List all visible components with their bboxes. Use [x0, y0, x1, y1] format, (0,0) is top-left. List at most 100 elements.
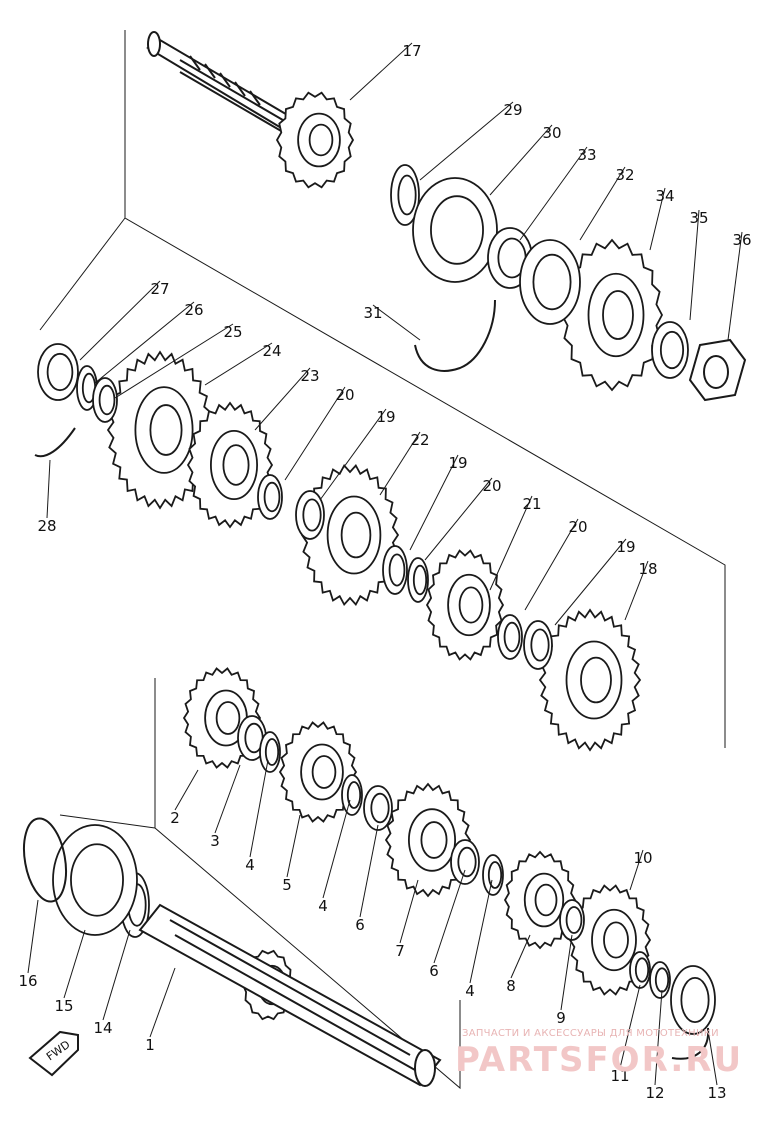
washer-3 — [237, 715, 267, 761]
part-number-19: 19 — [376, 408, 395, 426]
part-number-12: 12 — [645, 1084, 664, 1102]
part-number-20: 20 — [335, 386, 354, 404]
leader-line — [579, 166, 626, 241]
leader-line — [379, 431, 421, 496]
bearing-13-collar — [670, 965, 716, 1035]
leader-line — [359, 824, 379, 918]
part-number-34: 34 — [655, 187, 674, 205]
leader-line — [649, 187, 666, 251]
bearing-27 — [37, 343, 79, 401]
part-number-2: 2 — [170, 809, 180, 827]
leader-line — [399, 879, 419, 944]
group-outline-lower — [59, 678, 461, 1090]
leader-line — [554, 538, 627, 626]
part-number-21: 21 — [522, 495, 541, 513]
circlip-20a — [257, 474, 283, 520]
washer-11 — [629, 951, 651, 989]
part-number-20: 20 — [482, 477, 501, 495]
ring-12 — [649, 961, 671, 999]
part-number-16: 16 — [18, 972, 37, 990]
nut-36 — [688, 338, 747, 402]
main-shaft-1 — [138, 903, 442, 1087]
part-number-4: 4 — [465, 982, 475, 1000]
circlip-25 — [92, 377, 118, 423]
circlip-20c — [497, 614, 523, 660]
part-number-18: 18 — [638, 560, 657, 578]
leader-line — [349, 42, 413, 101]
circlip-4a — [259, 731, 281, 773]
watermark-logo: PARTSFOR.RU — [455, 1040, 744, 1080]
leader-line — [94, 301, 195, 384]
part-number-14: 14 — [93, 1019, 112, 1037]
leader-line — [63, 929, 86, 999]
part-number-10: 10 — [633, 849, 652, 867]
leader-line — [519, 146, 588, 241]
part-number-28: 28 — [37, 517, 56, 535]
leader-line — [319, 408, 387, 501]
leader-line — [322, 799, 351, 899]
bearing-30 — [412, 177, 498, 283]
part-number-8: 8 — [506, 977, 516, 995]
washer-6b — [450, 839, 480, 885]
leader-line — [286, 814, 301, 878]
leader-line — [433, 869, 466, 964]
part-number-29: 29 — [503, 101, 522, 119]
part-number-11: 11 — [610, 1067, 629, 1085]
leader-line — [727, 231, 743, 341]
leader-line — [254, 367, 311, 431]
forward-arrow-icon: FWD — [28, 1030, 79, 1077]
leader-line — [27, 899, 39, 974]
part-number-24: 24 — [262, 342, 281, 360]
part-number-3: 3 — [210, 832, 220, 850]
part-number-4: 4 — [318, 897, 328, 915]
leader-line — [510, 934, 531, 979]
leader-line — [174, 769, 199, 811]
washer-29 — [390, 164, 420, 226]
part-number-1: 1 — [145, 1036, 155, 1054]
circlip-4b — [341, 774, 363, 816]
part-number-9: 9 — [556, 1009, 566, 1027]
washer-19a — [295, 490, 325, 540]
leader-line — [46, 459, 51, 519]
leader-line — [624, 560, 649, 621]
leader-line — [419, 101, 514, 181]
gear-5 — [278, 721, 358, 823]
part-number-23: 23 — [300, 367, 319, 385]
gear-7 — [384, 782, 472, 898]
washer-19c — [523, 620, 553, 670]
gear-24 — [106, 350, 214, 510]
oil-seal-32 — [519, 239, 581, 325]
leader-line — [114, 323, 234, 399]
leader-line — [372, 304, 421, 341]
part-number-6: 6 — [429, 962, 439, 980]
leader-line — [409, 454, 459, 551]
circlip-20b — [407, 557, 429, 603]
gear-17 — [275, 91, 355, 189]
leader-line — [524, 518, 579, 611]
leader-line — [284, 386, 346, 481]
circlip-31 — [414, 299, 496, 372]
gear-8 — [503, 850, 577, 950]
leader-line — [79, 280, 161, 361]
part-number-19: 19 — [448, 454, 467, 472]
circlip-28 — [34, 427, 76, 458]
part-number-36: 36 — [732, 231, 751, 249]
leader-line — [102, 929, 131, 1021]
circlip-4c — [482, 854, 504, 896]
leader-line — [629, 849, 644, 891]
part-number-4: 4 — [245, 856, 255, 874]
leader-line — [689, 209, 700, 321]
circlip-16 — [22, 817, 68, 903]
leader-line — [204, 342, 273, 386]
leader-line — [249, 759, 269, 858]
gear-21 — [425, 549, 505, 661]
part-number-20: 20 — [568, 518, 587, 536]
watermark-caption: ЗАПЧАСТИ И АКСЕССУАРЫ ДЛЯ МОТОТЕХНИКИ — [462, 1028, 719, 1039]
part-number-25: 25 — [223, 323, 242, 341]
gear-18 — [538, 608, 642, 752]
leader-line — [707, 1029, 718, 1086]
part-number-6: 6 — [355, 916, 365, 934]
part-number-13: 13 — [707, 1084, 726, 1102]
leader-line — [214, 764, 241, 834]
leader-line — [560, 934, 573, 1011]
